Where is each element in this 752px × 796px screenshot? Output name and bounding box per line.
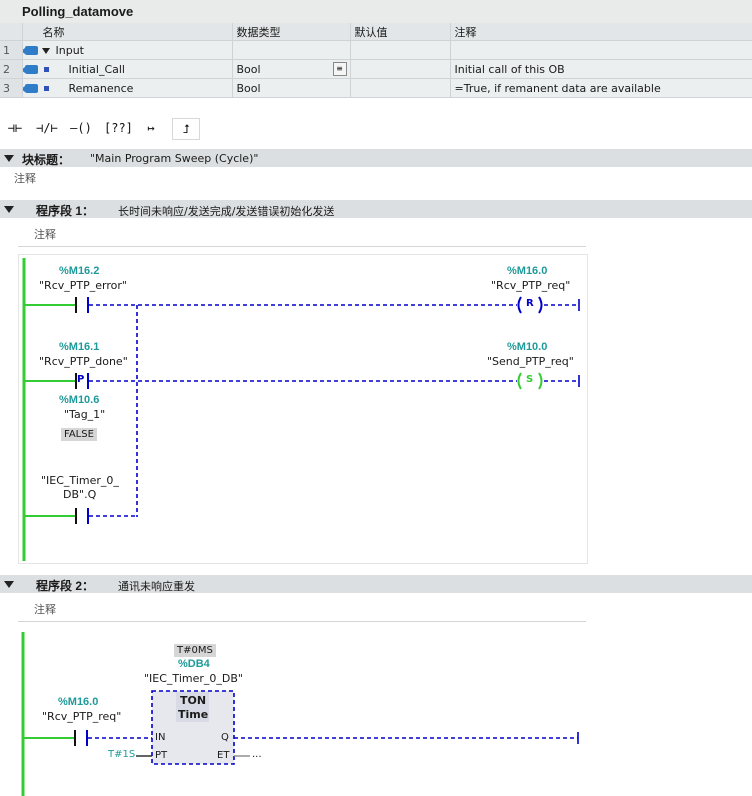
ladder-toolbar: ⊣⊢ ⊣/⊢ –() [??] ↦ ⮥ — [0, 112, 752, 144]
timer-pin-et: ET — [217, 750, 230, 761]
interface-row-input[interactable]: 1 Input — [0, 40, 752, 60]
contact1-address[interactable]: %M16.2 — [59, 265, 100, 277]
network1-label: 程序段 1： — [36, 204, 95, 218]
timer-pin-pt: PT — [155, 750, 168, 761]
contact-no-1[interactable] — [75, 297, 89, 313]
interface-header-default[interactable]: 默认值 — [350, 23, 451, 41]
timer-db-symbol[interactable]: "IEC_Timer_0_DB" — [144, 672, 243, 685]
timer-time-type[interactable]: Time — [178, 708, 209, 721]
coil2-symbol[interactable]: "Send_PTP_req" — [487, 355, 574, 368]
row-number: 3 — [0, 78, 23, 98]
interface-type[interactable]: Bool — [232, 78, 351, 98]
collapse-arrow-icon[interactable] — [41, 47, 50, 54]
interface-header-name[interactable]: 名称 — [22, 23, 233, 41]
network1-ladder: %M16.2 "Rcv_PTP_error" %M16.0 "Rcv_PTP_r… — [18, 254, 588, 564]
network2-title[interactable]: 通讯未响应重发 — [118, 580, 195, 593]
interface-header-type[interactable]: 数据类型 — [232, 23, 351, 41]
network1-title[interactable]: 长时间未响应/发送完成/发送错误初始化发送 — [118, 205, 335, 218]
nc-contact-icon[interactable]: ⊣/⊢ — [36, 121, 58, 135]
p-edge-letter: P — [77, 374, 85, 385]
edge-memory-symbol[interactable]: "Tag_1" — [64, 408, 106, 421]
interface-comment[interactable]: =True, if remanent data are available — [450, 78, 752, 98]
network2-comment-area[interactable]: 注释 — [18, 597, 586, 622]
timer-name[interactable]: TON — [180, 694, 207, 707]
contact3-symbol-line2[interactable]: DB".Q — [63, 488, 97, 501]
contact1-symbol[interactable]: "Rcv_PTP_error" — [39, 279, 127, 292]
type-list-icon[interactable]: ≡ — [332, 62, 347, 76]
close-branch-icon[interactable]: ⮥ — [172, 118, 200, 140]
timer-contact-address[interactable]: %M16.0 — [58, 696, 99, 708]
block-title: Polling_datamove — [22, 4, 134, 19]
interface-comment[interactable] — [450, 40, 752, 60]
timer-type-value: T#0MS — [174, 644, 216, 657]
timer-pt-value[interactable]: T#1S — [108, 749, 136, 760]
input-pin-icon — [22, 84, 38, 93]
timer-et-value[interactable]: ... — [252, 749, 262, 760]
network2-diagram — [21, 632, 579, 796]
timer-db-address[interactable]: %DB4 — [178, 658, 210, 670]
interface-default[interactable] — [350, 40, 451, 60]
timer-pin-in: IN — [155, 732, 166, 743]
coil2-letter: S — [526, 374, 534, 385]
interface-default[interactable] — [350, 59, 451, 79]
interface-header-row: 名称 数据类型 默认值 注释 — [0, 23, 752, 41]
coil1-letter: R — [526, 298, 534, 309]
block-header-bar[interactable]: 块标题： "Main Program Sweep (Cycle)" — [0, 149, 752, 167]
row-number: 2 — [0, 59, 23, 79]
contact2-address[interactable]: %M16.1 — [59, 341, 100, 353]
contact-no-3[interactable] — [75, 508, 89, 524]
contact2-symbol[interactable]: "Rcv_PTP_done" — [39, 355, 128, 368]
interface-name[interactable]: Remanence — [68, 81, 134, 95]
network1-diagram — [22, 258, 580, 561]
interface-header-comment[interactable]: 注释 — [450, 23, 752, 41]
block-header-title[interactable]: "Main Program Sweep (Cycle)" — [90, 152, 259, 165]
row-number: 1 — [0, 40, 23, 60]
block-header-label: 块标题： — [22, 153, 71, 167]
collapse-arrow-icon[interactable] — [4, 581, 14, 588]
variable-icon — [43, 67, 49, 72]
edge-memory-address[interactable]: %M10.6 — [59, 394, 100, 406]
interface-row-initial-call[interactable]: 2 Initial_Call Bool ≡ Initial call of th… — [0, 59, 752, 79]
interface-comment[interactable]: Initial call of this OB — [450, 59, 752, 79]
interface-type[interactable]: Bool — [236, 62, 261, 76]
no-contact-icon[interactable]: ⊣⊢ — [7, 121, 23, 135]
interface-name[interactable]: Input — [55, 43, 84, 57]
coil1-symbol[interactable]: "Rcv_PTP_req" — [491, 279, 571, 292]
timer-contact-symbol[interactable]: "Rcv_PTP_req" — [42, 710, 122, 723]
network2-label: 程序段 2： — [36, 579, 95, 593]
input-pin-icon — [22, 65, 38, 74]
interface-type[interactable] — [232, 40, 351, 60]
interface-default[interactable] — [350, 78, 451, 98]
contact-timer-enable[interactable] — [74, 730, 88, 746]
contact-p-edge[interactable] — [75, 373, 89, 389]
open-branch-icon[interactable]: ↦ — [147, 121, 155, 135]
collapse-arrow-icon[interactable] — [4, 206, 14, 213]
network2-header[interactable]: 程序段 2： 通讯未响应重发 — [0, 575, 752, 593]
coil-set[interactable] — [517, 372, 543, 390]
coil2-address[interactable]: %M10.0 — [507, 341, 548, 353]
variable-icon — [43, 86, 49, 91]
interface-table: 名称 数据类型 默认值 注释 1 Input 2 Initial_Call Bo… — [0, 23, 752, 98]
network1-comment-area[interactable]: 注释 — [18, 222, 586, 247]
interface-row-remanence[interactable]: 3 Remanence Bool =True, if remanent data… — [0, 78, 752, 98]
collapse-arrow-icon[interactable] — [4, 155, 14, 162]
edge-memory-value: FALSE — [61, 428, 97, 441]
block-title-bar: Polling_datamove — [0, 0, 752, 23]
network2-comment[interactable]: 注释 — [34, 603, 56, 616]
network2-ladder: T#0MS %DB4 "IEC_Timer_0_DB" TON Time IN … — [18, 630, 752, 796]
interface-header-num — [0, 23, 23, 41]
empty-box-icon[interactable]: [??] — [104, 121, 133, 135]
timer-pin-q: Q — [221, 732, 229, 743]
input-pin-icon — [22, 46, 38, 55]
block-comment[interactable]: 注释 — [14, 172, 36, 185]
coil1-address[interactable]: %M16.0 — [507, 265, 548, 277]
interface-name[interactable]: Initial_Call — [68, 62, 125, 76]
contact3-symbol-line1[interactable]: "IEC_Timer_0_ — [41, 474, 119, 487]
coil-icon[interactable]: –() — [70, 121, 92, 135]
coil-reset[interactable] — [517, 296, 543, 314]
network1-comment[interactable]: 注释 — [34, 228, 56, 241]
network1-header[interactable]: 程序段 1： 长时间未响应/发送完成/发送错误初始化发送 — [0, 200, 752, 218]
